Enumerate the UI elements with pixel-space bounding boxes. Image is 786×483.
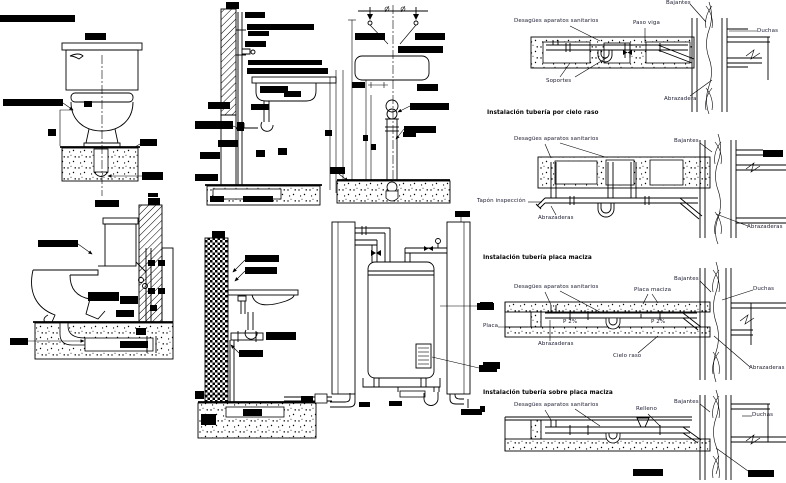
- toilet-front-view: [0, 15, 163, 197]
- lavatory-front-view: [330, 5, 451, 204]
- label-tapon-inspeccion: Tapón inspección: [477, 198, 526, 204]
- label-placa-maciza: Placa maciza: [634, 287, 672, 293]
- sink-side-section: [195, 2, 344, 206]
- heading-por-cielo-raso: Instalación tubería por cielo raso: [487, 110, 599, 116]
- label-bajantes-2: Bajantes: [674, 138, 699, 144]
- label-bajantes-4: Bajantes: [674, 399, 699, 405]
- toilet-side-view: [10, 198, 174, 360]
- label-bajantes-3: Bajantes: [674, 276, 699, 282]
- label-desagues-2: Desagües aparatos sanitarios: [514, 136, 599, 142]
- detail-placa-maciza: [480, 261, 786, 383]
- water-heater-detail: [330, 211, 497, 415]
- label-relleno: Relleno: [636, 406, 657, 412]
- heading-sobre-placa: Instalación tubería sobre placa maciza: [483, 390, 613, 396]
- label-soportes: Soportes: [546, 78, 572, 84]
- label-desagues-1: Desagües aparatos sanitarios: [514, 18, 599, 24]
- label-pendiente-r: P 2%: [651, 319, 666, 325]
- detail-por-cielo-raso: [528, 133, 786, 245]
- label-bajantes-1: Bajantes: [666, 0, 691, 6]
- label-placa: Placa: [483, 323, 499, 329]
- label-abrazadera-1: Abrazadera: [664, 96, 697, 102]
- label-duchas-4: Duchas: [752, 412, 774, 418]
- detail-sobre-placa-maciza: [480, 389, 786, 480]
- label-desagues-3: Desagües aparatos sanitarios: [514, 284, 599, 290]
- label-abrazaderas-2l: Abrazaderas: [538, 215, 574, 221]
- wall-sink-side-view: [195, 231, 332, 439]
- label-abrazaderas-3l: Abrazaderas: [538, 341, 574, 347]
- label-duchas-3: Duchas: [753, 286, 775, 292]
- label-cielo-raso: Cielo raso: [613, 353, 642, 359]
- label-pendiente-l: P 2%: [563, 319, 578, 325]
- detail-pipes-under-slab: [530, 1, 770, 115]
- label-abrazaderas-3r: Abrazaderas: [749, 365, 785, 371]
- heading-placa-maciza: Instalación tubería placa maciza: [483, 255, 592, 261]
- label-abrazaderas-2r: Abrazaderas: [747, 224, 783, 230]
- label-paso-viga: Paso viga: [633, 20, 660, 26]
- label-desagues-4: Desagües aparatos sanitarios: [514, 402, 599, 408]
- label-duchas-1: Duchas: [757, 28, 779, 34]
